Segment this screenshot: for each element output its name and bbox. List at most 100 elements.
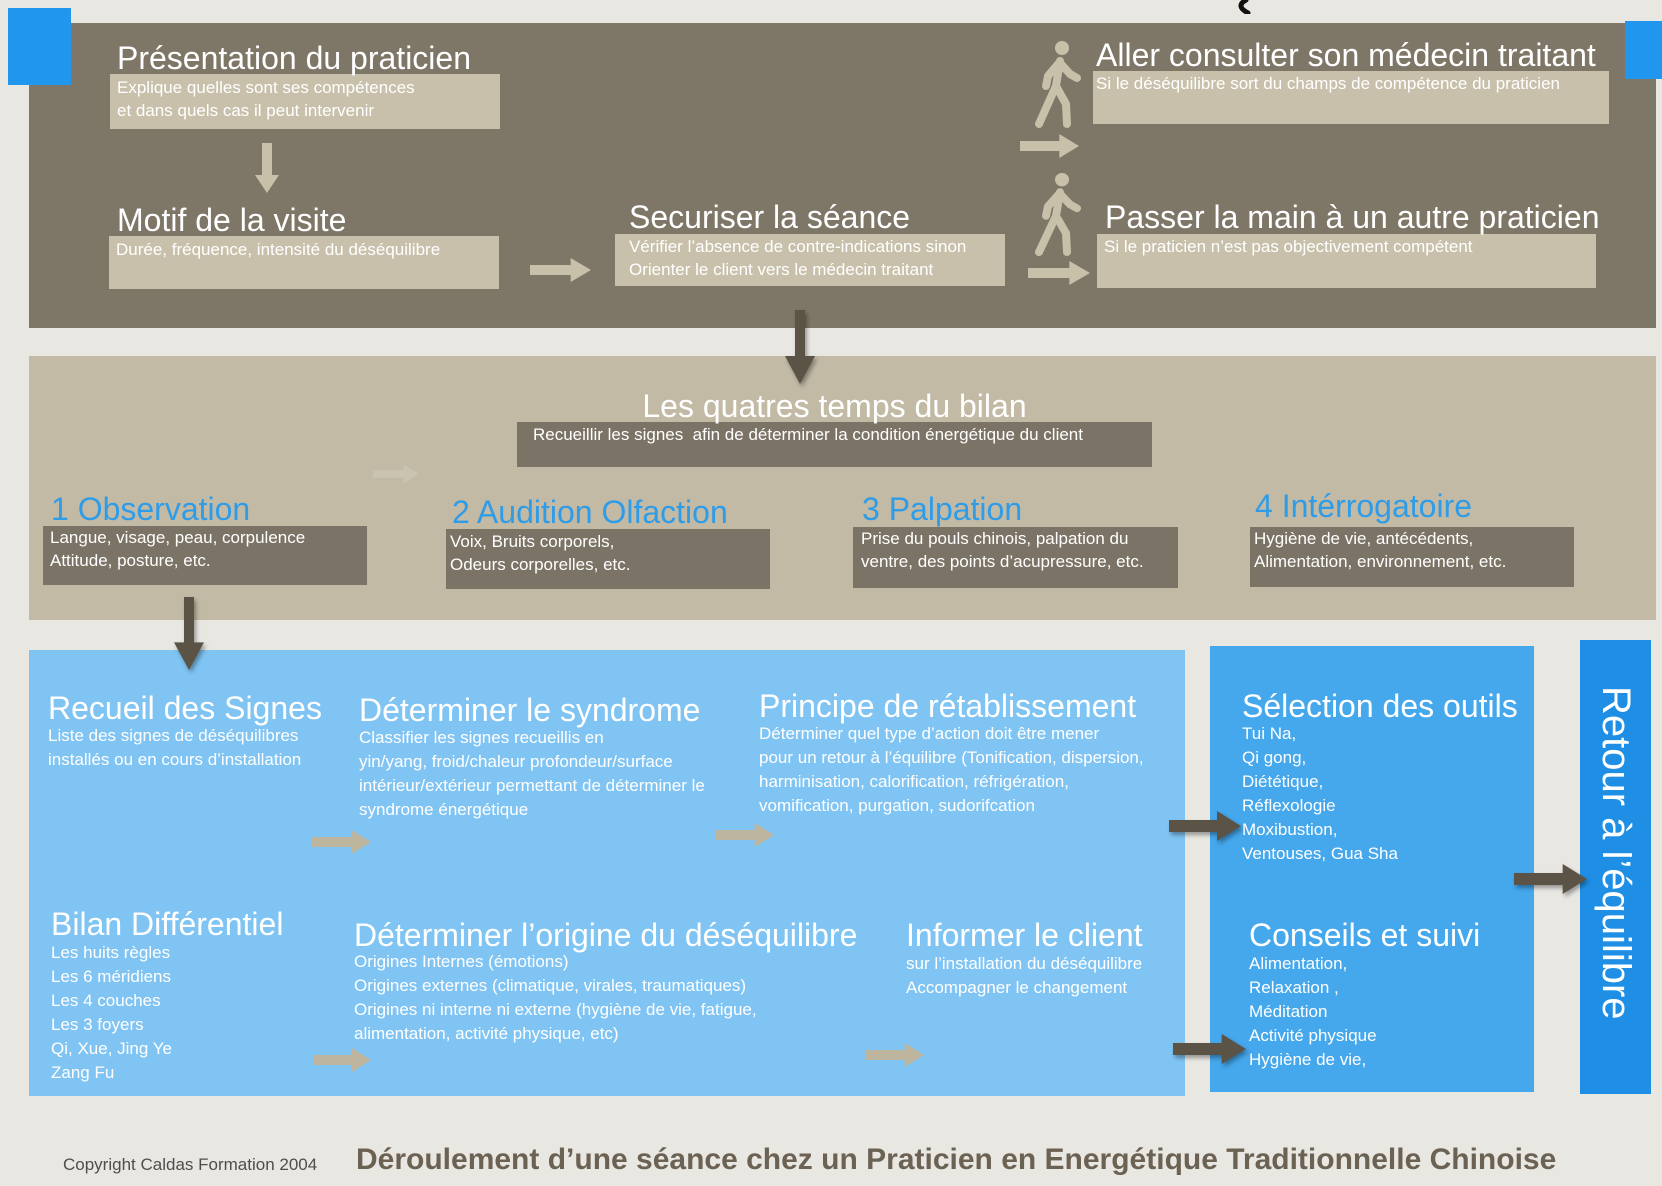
description-line: Les 4 couches (51, 991, 161, 1010)
description-line: Classifier les signes recueillis en (359, 728, 604, 747)
description-line: Voix, Bruits corporels, (450, 532, 615, 551)
description-line: Origines Internes (émotions) (354, 952, 569, 971)
description-line: sur l’installation du déséquilibre (906, 954, 1143, 973)
step-description-box: Langue, visage, peau, corpulence Attitud… (43, 526, 367, 585)
arrow-right-icon (716, 823, 774, 847)
description-line: Explique quelles sont ses compétences (117, 78, 415, 97)
description-line: Liste des signes de déséquilibres (48, 726, 299, 745)
description-line: Langue, visage, peau, corpulence (50, 528, 306, 547)
arrow-down-icon (174, 597, 204, 670)
arrow-right-icon (1028, 261, 1090, 285)
step-title: 2 Audition Olfaction (452, 494, 728, 530)
corner-accent-right (1625, 21, 1662, 79)
step-title: Securiser la séance (629, 199, 911, 235)
bilan-subtitle-box: Recueillir les signes afin de déterminer… (517, 422, 1152, 467)
description-line: Ventouses, Gua Sha (1242, 844, 1398, 863)
description-line: yin/yang, froid/chaleur profondeur/surfa… (359, 752, 673, 771)
description-line: et dans quels cas il peut intervenir (117, 101, 375, 120)
step-conseils-suivi: Conseils et suivi Alimentation, Relaxati… (1249, 917, 1519, 1072)
description-line: harminisation, calorification, réfrigéra… (759, 772, 1069, 791)
description-line: pour un retour à l’équilibre (Tonificati… (759, 748, 1144, 767)
step-title: Déterminer le syndrome (359, 692, 701, 728)
description-line: Les huits règles (51, 943, 171, 962)
step-title: Informer le client (906, 917, 1143, 953)
arrow-right-icon (312, 830, 371, 854)
bilan-step-observation: 1 Observation Langue, visage, peau, corp… (43, 491, 367, 585)
copyright-text: Copyright Caldas Formation 2004 (63, 1155, 318, 1174)
retour-bar: Retour à l’équilibre (1580, 640, 1651, 1094)
arrow-right-icon (314, 1048, 371, 1072)
description-line: Déterminer quel type d’action doit être … (759, 724, 1100, 743)
step-title: Motif de la visite (117, 202, 347, 238)
step-description-box: Explique quelles sont ses compétences et… (110, 74, 500, 129)
bilan-subtitle: Recueillir les signes afin de déterminer… (533, 425, 1083, 444)
description-line: Qi, Xue, Jing Ye (51, 1039, 172, 1058)
description-line: Durée, fréquence, intensité du déséquili… (116, 240, 441, 259)
step-description-box: Voix, Bruits corporels, Odeurs corporell… (446, 529, 770, 589)
walking-person-icon (1035, 172, 1081, 257)
step-informer-client: Informer le client sur l’installation du… (906, 917, 1176, 1000)
description-line: Orienter le client vers le médecin trait… (629, 260, 934, 279)
description-line: Alimentation, environnement, etc. (1254, 552, 1507, 571)
description-line: intérieur/extérieur permettant de déterm… (359, 776, 705, 795)
step-title: 1 Observation (51, 491, 251, 527)
step-title: Passer la main à un autre praticien (1105, 199, 1600, 235)
retour-label: Retour à l’équilibre (1594, 686, 1638, 1020)
description-line: Origines externes (climatique, virales, … (354, 976, 747, 995)
step-description: Origines Internes (émotions) Origines ex… (354, 950, 757, 1046)
description-line: Moxibustion, (1242, 820, 1338, 839)
description-line: Relaxation , (1249, 978, 1339, 997)
step-title: Conseils et suivi (1249, 917, 1481, 953)
step-title: 4 Intérrogatoire (1255, 488, 1473, 524)
description-line: Origines ni interne ni externe (hygiène … (354, 1000, 757, 1019)
outils-panel (1210, 646, 1534, 1092)
description-line: Odeurs corporelles, etc. (450, 555, 631, 574)
step-description-box: Vérifier l’absence de contre-indications… (615, 234, 1005, 286)
bracket-fragment-icon (1238, 0, 1251, 14)
description-line: alimentation, activité physique, etc) (354, 1024, 619, 1043)
description-line: Attitude, posture, etc. (50, 551, 211, 570)
arrow-down-icon (785, 310, 815, 384)
page-title: Déroulement d’une séance chez un Pratici… (356, 1143, 1557, 1176)
step-title: Présentation du praticien (117, 40, 471, 76)
step-determiner-syndrome: Déterminer le syndrome Classifier les si… (359, 692, 749, 822)
step-title: Recueil des Signes (48, 690, 322, 726)
step-description-box: Si le praticien n’est pas objectivement … (1097, 234, 1596, 288)
description-line: Si le déséquilibre sort du champs de com… (1096, 74, 1560, 93)
description-line: installés ou en cours d’installation (48, 750, 302, 769)
step-description-box: Prise du pouls chinois, palpation du ven… (853, 527, 1178, 588)
arrow-right-icon (1514, 864, 1587, 894)
step-description: Liste des signes de déséquilibres instal… (48, 724, 301, 772)
description-line: vomification, purgation, sudorifcation (759, 796, 1035, 815)
step-description: Alimentation, Relaxation , Méditation Ac… (1249, 952, 1377, 1072)
bilan-step-palpation: 3 Palpation Prise du pouls chinois, palp… (853, 491, 1178, 588)
step-recueil-signes: Recueil des Signes Liste des signes de d… (48, 690, 338, 772)
arrow-down-icon (255, 143, 279, 193)
arrow-right-icon (1169, 811, 1241, 841)
step-description-box: Durée, fréquence, intensité du déséquili… (109, 236, 499, 289)
step-motif: Motif de la visite Durée, fréquence, int… (109, 202, 499, 289)
step-consulter-medecin: Aller consulter son médecin traitant Si … (1093, 37, 1609, 125)
step-selection-outils: Sélection des outils Tui Na, Qi gong, Di… (1242, 688, 1527, 866)
arrow-right-icon (1173, 1034, 1246, 1064)
step-title: Bilan Différentiel (51, 906, 284, 942)
step-title: Principe de rétablissement (759, 688, 1137, 724)
step-description-box: Si le déséquilibre sort du champs de com… (1093, 71, 1609, 124)
step-description: Les huits règles Les 6 méridiens Les 4 c… (51, 941, 172, 1085)
arrow-right-icon (373, 465, 419, 483)
step-description-box: Hygiène de vie, antécédents, Alimentatio… (1250, 527, 1574, 587)
description-line: Zang Fu (51, 1063, 115, 1082)
description-line: ventre, des points d’acupressure, etc. (861, 552, 1144, 571)
corner-accent-left (8, 8, 71, 85)
step-description: Classifier les signes recueillis en yin/… (359, 726, 705, 822)
description-line: Vérifier l’absence de contre-indications… (629, 237, 967, 256)
step-description: Tui Na, Qi gong, Diététique, Réflexologi… (1242, 722, 1398, 866)
bilan-step-audition: 2 Audition Olfaction Voix, Bruits corpor… (446, 494, 770, 589)
bilan-title: Les quatres temps du bilan (642, 388, 1027, 424)
description-line: Les 3 foyers (51, 1015, 144, 1034)
description-line: Réflexologie (1242, 796, 1336, 815)
description-line: Les 6 méridiens (51, 967, 172, 986)
description-line: Activité physique (1249, 1026, 1377, 1045)
step-description: sur l’installation du déséquilibre Accom… (906, 952, 1142, 1000)
step-bilan-differentiel: Bilan Différentiel Les huits règles Les … (51, 906, 301, 1085)
